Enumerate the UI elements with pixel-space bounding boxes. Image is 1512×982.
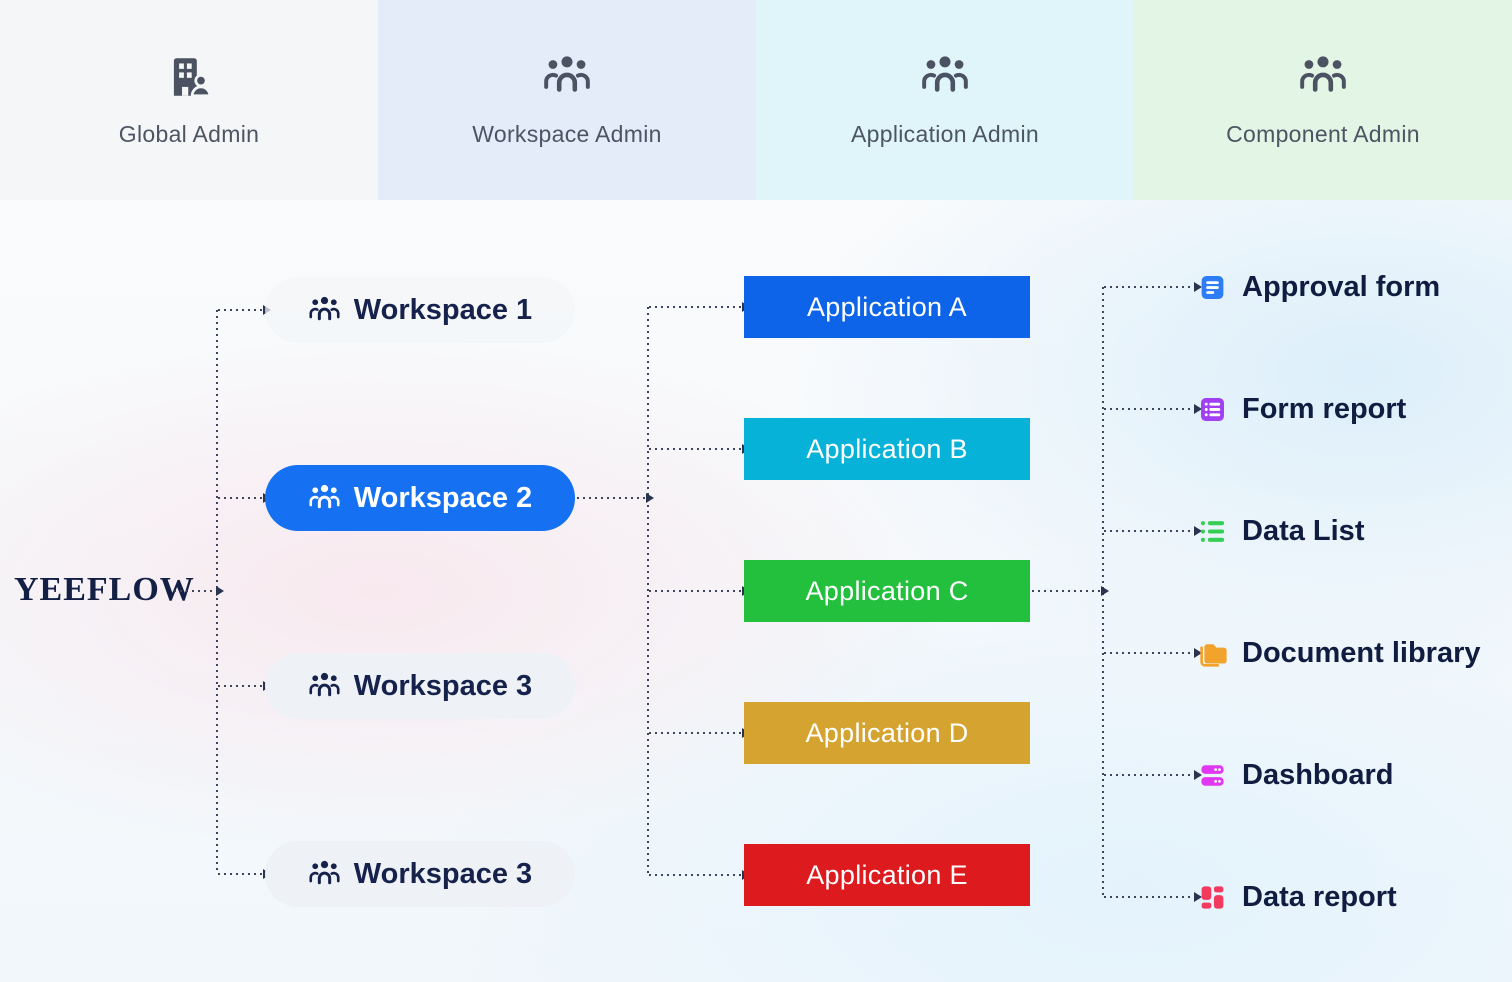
people-group-icon: [542, 52, 592, 102]
header-label-global-admin: Global Admin: [118, 121, 260, 147]
component-label: Data List: [1242, 514, 1365, 547]
arrowhead-icon: [216, 586, 224, 596]
workspace-node-4: Workspace 3: [265, 841, 575, 907]
component-item-dashboard: Dashboard: [1198, 757, 1393, 793]
connector-to-approval-form: [1104, 282, 1202, 292]
header-tab-global-admin: Global Admin: [0, 0, 378, 200]
connector-to-application-c: [649, 586, 750, 596]
people-group-icon: [308, 858, 341, 891]
connector-to-application-d: [649, 728, 750, 738]
arrowhead-icon: [1194, 770, 1202, 780]
application-node-e: Application E: [744, 844, 1030, 906]
connector-to-application-b: [649, 444, 750, 454]
header-tab-application-admin: Application Admin: [756, 0, 1134, 200]
connector-yeeflow-to-trunk: [174, 586, 224, 596]
application-label: Application E: [806, 859, 968, 890]
connector-to-data-report: [1104, 892, 1202, 902]
workspace-node-2-selected: Workspace 2: [265, 465, 575, 531]
arrowhead-icon: [646, 493, 654, 503]
workspace-node-1: Workspace 1: [265, 277, 575, 343]
connector-application-c-to-components: [1032, 586, 1109, 596]
application-label: Application D: [805, 717, 969, 748]
approval-form-icon: [1198, 273, 1227, 302]
component-label: Data report: [1242, 880, 1397, 913]
header-label-component-admin: Component Admin: [1226, 121, 1420, 147]
header-tab-component-admin: Component Admin: [1134, 0, 1512, 200]
data-report-icon: [1198, 883, 1227, 912]
header-label-application-admin: Application Admin: [851, 121, 1039, 147]
connector-application-trunk: [647, 307, 649, 875]
component-item-data-report: Data report: [1198, 879, 1397, 915]
arrowhead-icon: [1101, 586, 1109, 596]
connector-to-workspace-4: [218, 869, 271, 879]
arrowhead-icon: [1194, 892, 1202, 902]
connector-to-form-report: [1104, 404, 1202, 414]
building-user-icon: [164, 52, 214, 102]
workspace-label: Workspace 2: [353, 481, 533, 514]
component-label: Dashboard: [1242, 758, 1394, 791]
people-group-icon: [308, 294, 341, 327]
connector-to-application-a: [649, 302, 750, 312]
connector-to-workspace-1: [218, 305, 271, 315]
workspace-label: Workspace 3: [353, 857, 533, 890]
people-group-icon: [308, 670, 341, 703]
component-item-approval-form: Approval form: [1198, 269, 1440, 305]
component-item-form-report: Form report: [1198, 391, 1406, 427]
workspace-node-3: Workspace 3: [265, 653, 575, 719]
component-label: Document library: [1242, 636, 1481, 669]
arrowhead-icon: [1194, 282, 1202, 292]
workspace-label: Workspace 3: [353, 669, 533, 702]
dashboard-icon: [1198, 761, 1227, 790]
data-list-icon: [1198, 517, 1227, 546]
application-node-a: Application A: [744, 276, 1030, 338]
arrowhead-icon: [1194, 526, 1202, 536]
component-label: Form report: [1242, 392, 1407, 425]
connector-to-application-e: [649, 870, 750, 880]
connector-workspace-2-to-apps: [577, 493, 654, 503]
connector-to-workspace-2: [218, 493, 271, 503]
form-report-icon: [1198, 395, 1227, 424]
component-label: Approval form: [1242, 270, 1441, 303]
connector-to-document-library: [1104, 648, 1202, 658]
application-node-b: Application B: [744, 418, 1030, 480]
workspace-label: Workspace 1: [353, 293, 533, 326]
arrowhead-icon: [1194, 648, 1202, 658]
people-group-icon: [308, 482, 341, 515]
document-library-icon: [1198, 639, 1227, 668]
application-label: Application C: [805, 575, 969, 606]
connector-to-workspace-3: [218, 681, 271, 691]
people-group-icon: [920, 52, 970, 102]
application-label: Application B: [806, 433, 968, 464]
connector-to-dashboard: [1104, 770, 1202, 780]
arrowhead-icon: [1194, 404, 1202, 414]
header-label-workspace-admin: Workspace Admin: [472, 121, 662, 147]
component-item-document-library: Document library: [1198, 635, 1481, 671]
component-item-data-list: Data List: [1198, 513, 1364, 549]
people-group-icon: [1298, 52, 1348, 102]
connector-to-data-list: [1104, 526, 1202, 536]
yeeflow-logo: YEEFLOW: [14, 571, 195, 608]
application-node-d: Application D: [744, 702, 1030, 764]
application-label: Application A: [806, 291, 967, 322]
application-node-c: Application C: [744, 560, 1030, 622]
header-tab-workspace-admin: Workspace Admin: [378, 0, 756, 200]
